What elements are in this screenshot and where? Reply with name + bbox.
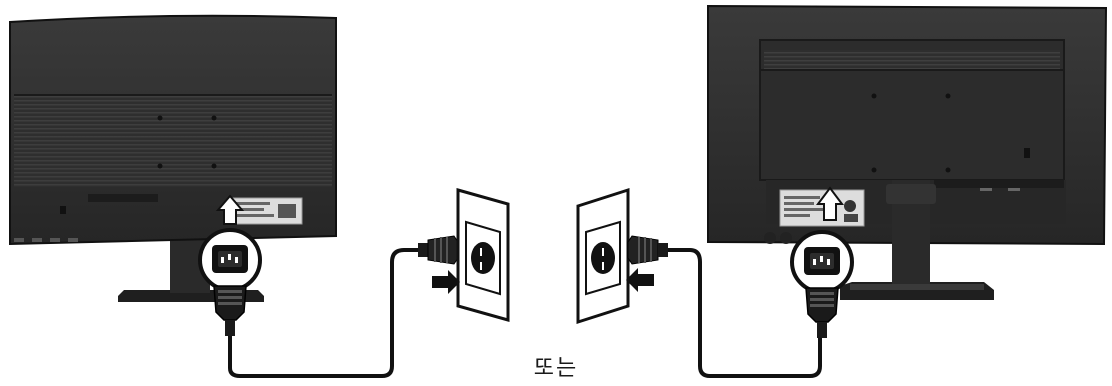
right-outlet-plug (627, 235, 668, 265)
right-socket-callout (790, 230, 854, 294)
right-power-cable (668, 248, 822, 378)
left-plug (213, 285, 247, 336)
left-vent-band (14, 95, 332, 187)
insert-arrow-icon (432, 270, 460, 294)
left-monitor-buttons (14, 238, 78, 242)
insert-arrow-icon (626, 268, 654, 292)
right-monitor (707, 4, 1108, 300)
up-arrow-icon (215, 194, 245, 225)
up-arrow-icon (816, 186, 844, 221)
right-wall-outlet (576, 187, 630, 325)
left-wall-outlet (456, 188, 510, 322)
left-socket-callout (198, 228, 262, 292)
right-plug (805, 287, 839, 338)
left-monitor (9, 14, 337, 302)
left-power-cable (228, 248, 420, 378)
left-outlet-plug (418, 235, 459, 265)
or-caption: 또는 (533, 356, 579, 381)
